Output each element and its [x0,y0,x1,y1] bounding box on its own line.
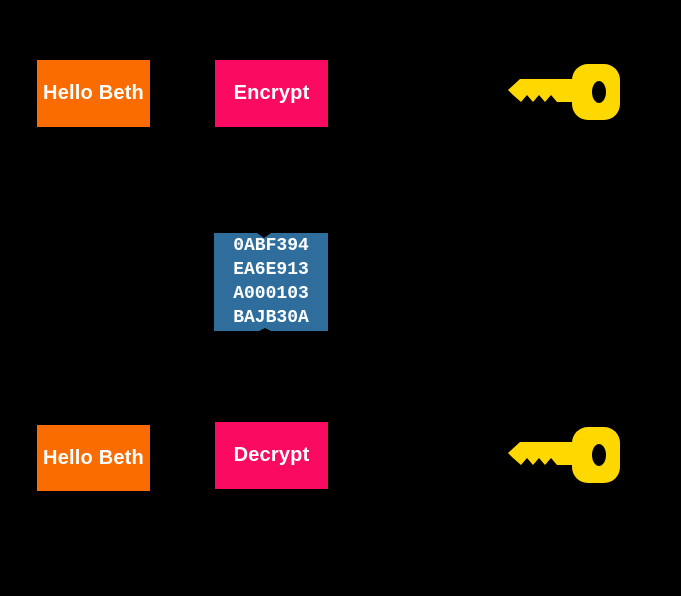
encrypt-box: Encrypt [215,60,328,127]
plaintext-label-bottom: Hello Beth [43,446,144,469]
ciphertext-box: 0ABF394 EA6E913 A000103 BAJB30A [214,233,328,331]
ciphertext-line: EA6E913 [233,260,309,280]
decrypt-label: Decrypt [233,444,310,466]
arrowhead-bottom-notch [259,328,271,331]
decrypt-box: Decrypt [215,422,328,489]
encryption-key-icon [508,64,620,122]
plaintext-box-bottom: Hello Beth [37,425,150,491]
plaintext-box-top: Hello Beth [37,60,150,127]
decryption-key-icon [508,427,620,485]
ciphertext-line: BAJB30A [233,308,309,328]
ciphertext-line: A000103 [233,284,309,304]
plaintext-label-top: Hello Beth [43,82,144,104]
arrowhead-top-notch [257,233,271,238]
encrypt-label: Encrypt [233,82,310,104]
ciphertext-line: 0ABF394 [233,236,309,256]
